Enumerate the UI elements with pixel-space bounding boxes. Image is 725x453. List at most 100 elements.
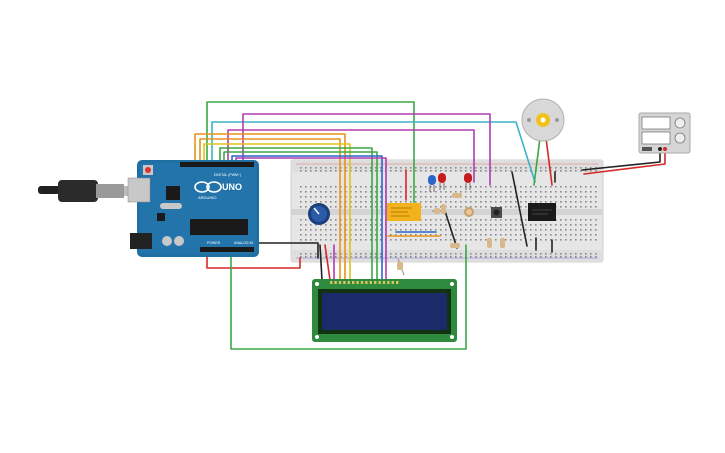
- usb-plug-icon[interactable]: [38, 180, 140, 202]
- breadboard-hole: [315, 186, 317, 188]
- breadboard-hole: [550, 196, 552, 198]
- breadboard-hole: [370, 234, 372, 236]
- breadboard-hole: [440, 219, 442, 221]
- push-button-icon[interactable]: [491, 207, 502, 218]
- breadboard-hole: [400, 234, 402, 236]
- breadboard-hole: [530, 234, 532, 236]
- breadboard-hole: [555, 253, 557, 255]
- breadboard-hole: [310, 256, 312, 258]
- breadboard-hole: [425, 234, 427, 236]
- breadboard-hole: [375, 167, 377, 169]
- wire-orange-1[interactable]: [194, 133, 346, 281]
- analog-header-label: ANALOG IN: [234, 241, 254, 245]
- wire-purple[interactable]: [242, 113, 491, 186]
- breadboard-hole: [550, 234, 552, 236]
- breadboard-hole: [375, 224, 377, 226]
- wire-lcd-red[interactable]: [324, 244, 331, 281]
- led-red-1[interactable]: [438, 173, 446, 190]
- wire-purple-2[interactable]: [227, 129, 475, 183]
- wire-green-1[interactable]: [219, 147, 373, 281]
- breadboard-hole: [490, 253, 492, 255]
- power-supply-icon[interactable]: [638, 112, 691, 154]
- wire-green-bottom[interactable]: [230, 244, 467, 350]
- resistor-1[interactable]: [432, 208, 442, 214]
- resistor-5[interactable]: [500, 238, 505, 248]
- breadboard-hole: [355, 219, 357, 221]
- wire-blue[interactable]: [231, 155, 383, 281]
- breadboard-hole: [485, 206, 487, 208]
- wire-red-power[interactable]: [206, 255, 301, 269]
- wire-motor-green[interactable]: [533, 137, 541, 186]
- resistor-2[interactable]: [441, 204, 446, 214]
- breadboard-hole: [495, 239, 497, 241]
- photoresistor[interactable]: [464, 207, 474, 217]
- breadboard-hole: [510, 234, 512, 236]
- breadboard-hole: [475, 234, 477, 236]
- breadboard-hole: [405, 239, 407, 241]
- motor-driver-chip[interactable]: [528, 203, 556, 221]
- dc-motor-icon[interactable]: [521, 98, 565, 142]
- breadboard-hole: [450, 219, 452, 221]
- breadboard-hole: [565, 234, 567, 236]
- breadboard-hole: [540, 170, 542, 172]
- breadboard-hole: [520, 224, 522, 226]
- breadboard-hole: [475, 201, 477, 203]
- breadboard-hole: [525, 170, 527, 172]
- breadboard-hole: [395, 239, 397, 241]
- wire-yellow[interactable]: [203, 143, 351, 281]
- resistor-3[interactable]: [452, 193, 462, 198]
- breadboard-hole: [500, 224, 502, 226]
- breadboard-hole: [575, 167, 577, 169]
- breadboard-hole: [375, 170, 377, 172]
- breadboard-hole: [560, 224, 562, 226]
- breadboard-hole: [560, 229, 562, 231]
- potentiometer-icon[interactable]: [308, 203, 330, 225]
- lcd-pin: [330, 281, 333, 284]
- resistor-6[interactable]: [397, 258, 405, 276]
- led-red-2[interactable]: [464, 173, 472, 190]
- breadboard-hole: [495, 253, 497, 255]
- breadboard-hole: [435, 229, 437, 231]
- breadboard-hole: [530, 201, 532, 203]
- breadboard-hole: [580, 201, 582, 203]
- breadboard-hole: [305, 206, 307, 208]
- wire-motor-red[interactable]: [545, 137, 553, 186]
- power-header-label: POWER: [207, 241, 221, 245]
- breadboard[interactable]: [290, 159, 604, 263]
- lcd-display[interactable]: [312, 279, 457, 342]
- breadboard-hole: [540, 196, 542, 198]
- breadboard-hole: [510, 253, 512, 255]
- breadboard-hole: [555, 239, 557, 241]
- breadboard-hole: [455, 234, 457, 236]
- breadboard-hole: [590, 186, 592, 188]
- wire-lcd-black[interactable]: [319, 244, 323, 281]
- wire-black-j1[interactable]: [511, 171, 528, 247]
- wire-black-j2[interactable]: [443, 207, 458, 249]
- breadboard-hole: [335, 234, 337, 236]
- wire-orange-2[interactable]: [199, 138, 341, 281]
- wire-black-gnd[interactable]: [257, 242, 319, 259]
- relay[interactable]: [387, 203, 421, 221]
- wire-ps-black[interactable]: [581, 151, 661, 171]
- resistor-7[interactable]: [450, 243, 460, 248]
- breadboard-hole: [490, 256, 492, 258]
- breadboard-hole: [505, 239, 507, 241]
- wire-cyan[interactable]: [211, 121, 536, 183]
- breadboard-hole: [425, 170, 427, 172]
- wire-green-top[interactable]: [206, 101, 415, 206]
- breadboard-hole: [425, 167, 427, 169]
- breadboard-hole: [365, 167, 367, 169]
- breadboard-hole: [430, 170, 432, 172]
- wire-ps-red[interactable]: [583, 151, 666, 175]
- breadboard-hole: [590, 239, 592, 241]
- wire-green-2[interactable]: [223, 151, 378, 281]
- lcd-pin: [378, 281, 381, 284]
- breadboard-hole: [560, 191, 562, 193]
- arduino-board[interactable]: UNO ARDUINO DIGITAL (PWM~) POWER ANALOG …: [127, 160, 259, 257]
- breadboard-hole: [365, 186, 367, 188]
- breadboard-hole: [505, 234, 507, 236]
- led-blue[interactable]: [428, 175, 436, 192]
- breadboard-hole: [520, 206, 522, 208]
- breadboard-hole: [560, 170, 562, 172]
- resistor-4[interactable]: [487, 238, 492, 248]
